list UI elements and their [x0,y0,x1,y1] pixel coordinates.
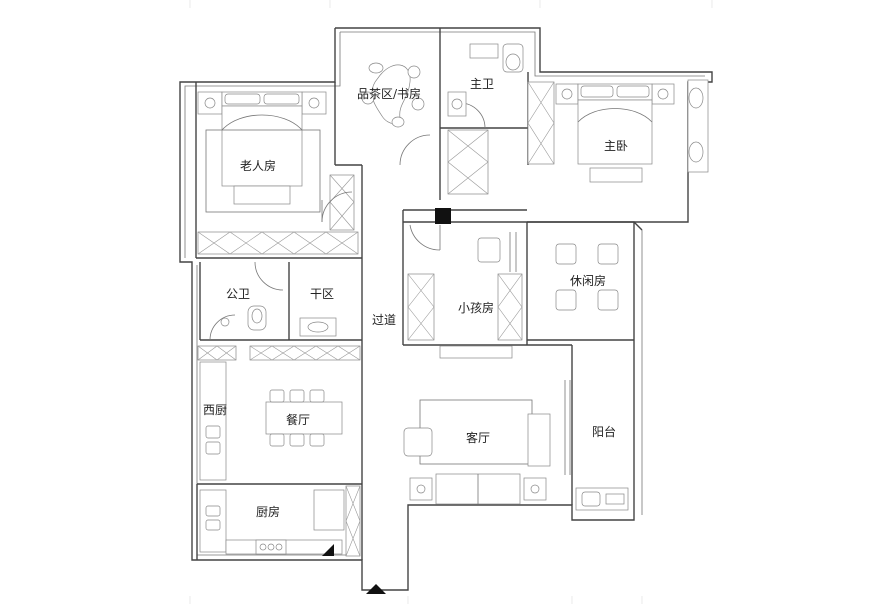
balcony-fixtures [575,487,629,511]
label-dining: 餐厅 [286,412,310,427]
label-dry-area: 干区 [310,287,334,301]
kids-desk [439,232,517,359]
label-public-bath: 公卫 [226,287,250,301]
label-elder-room: 老人房 [240,158,276,173]
western-kitchen-counter [199,361,227,481]
label-kids-room: 小孩房 [458,300,494,315]
master-bed [555,79,709,183]
label-kitchen: 厨房 [256,504,280,519]
wardrobe-kids [407,273,523,341]
cabinets-kitchen [345,485,361,557]
cabinets-dining-wall [197,345,361,361]
kitchen-fixtures [199,489,345,556]
master-bath-fixtures [447,43,524,117]
wardrobe-elder [197,174,359,255]
dining-table [265,389,343,447]
elder-bed [197,91,327,213]
label-master-bedroom: 主卧 [604,139,628,153]
label-western-kitchen: 西厨 [203,403,227,417]
wardrobe-master [447,81,555,195]
label-lounge: 休闲房 [570,273,606,288]
tea-table [361,62,425,128]
edge-ticks [189,0,713,604]
label-corridor: 过道 [372,313,396,327]
label-master-bath: 主卫 [470,77,494,91]
bath-fixtures [220,305,337,337]
entrance-arrow-icon [366,584,386,594]
structural-column [435,208,451,224]
label-tea-study: 品茶区/书房 [357,86,421,101]
living-sofa-set [403,399,551,505]
room-labels: 品茶区/书房 主卫 老人房 主卧 公卫 干区 过道 小孩房 休闲房 西厨 餐厅 … [203,77,628,519]
lounge-chairs [555,243,619,311]
label-balcony: 阳台 [592,424,616,439]
label-living: 客厅 [466,430,490,445]
